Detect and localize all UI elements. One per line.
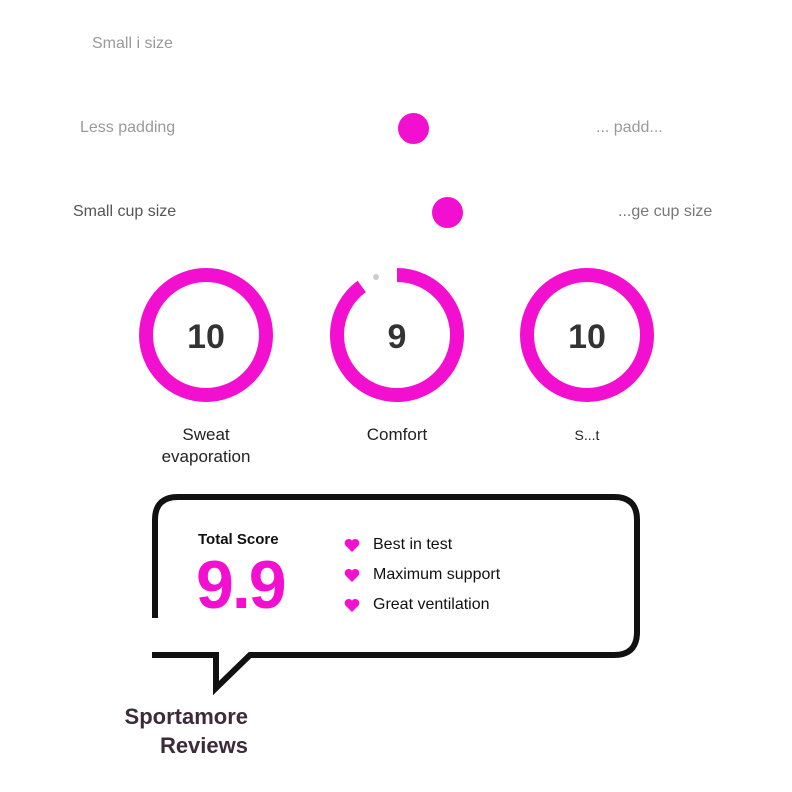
rating-label-line: evaporation <box>161 447 251 466</box>
speech-bubble-outline <box>152 494 640 696</box>
list-item: Best in test <box>344 530 500 560</box>
heart-icon <box>344 568 360 582</box>
scale-left-label: Small i size <box>92 35 173 52</box>
pro-text: Great ventilation <box>373 596 490 613</box>
rating-label-line: S...t <box>574 427 600 443</box>
heart-icon <box>344 598 360 612</box>
rating-label: Comfort <box>317 424 477 446</box>
rating-label-line: Comfort <box>366 425 428 444</box>
pro-text: Maximum support <box>373 566 501 583</box>
scale-left-label: Small cup size <box>73 203 177 220</box>
brand-line: Sportamore <box>124 704 248 729</box>
scale-right-label: ... padd... <box>596 119 663 136</box>
pro-text: Best in test <box>373 536 453 553</box>
total-score-title: Total Score <box>198 531 279 548</box>
scale-left-label: Less padding <box>80 119 176 136</box>
total-score-value: 9.9 <box>196 547 287 623</box>
rating-label-line: Sweat <box>182 425 230 444</box>
brand-logo: Sportamore Reviews <box>94 702 248 760</box>
scale-indicator-dot <box>398 113 429 144</box>
scale-indicator-dot <box>432 197 463 228</box>
brand-line: Reviews <box>159 733 248 758</box>
rating-label: Sweat evaporation <box>126 424 286 468</box>
list-item: Great ventilation <box>344 590 500 620</box>
rating-label: S...t <box>507 424 667 446</box>
list-item: Maximum support <box>344 560 500 590</box>
scale-right-label: ...ge cup size <box>618 203 713 220</box>
pros-list: Best in test Maximum support Great venti… <box>344 530 500 620</box>
heart-icon <box>344 538 360 552</box>
